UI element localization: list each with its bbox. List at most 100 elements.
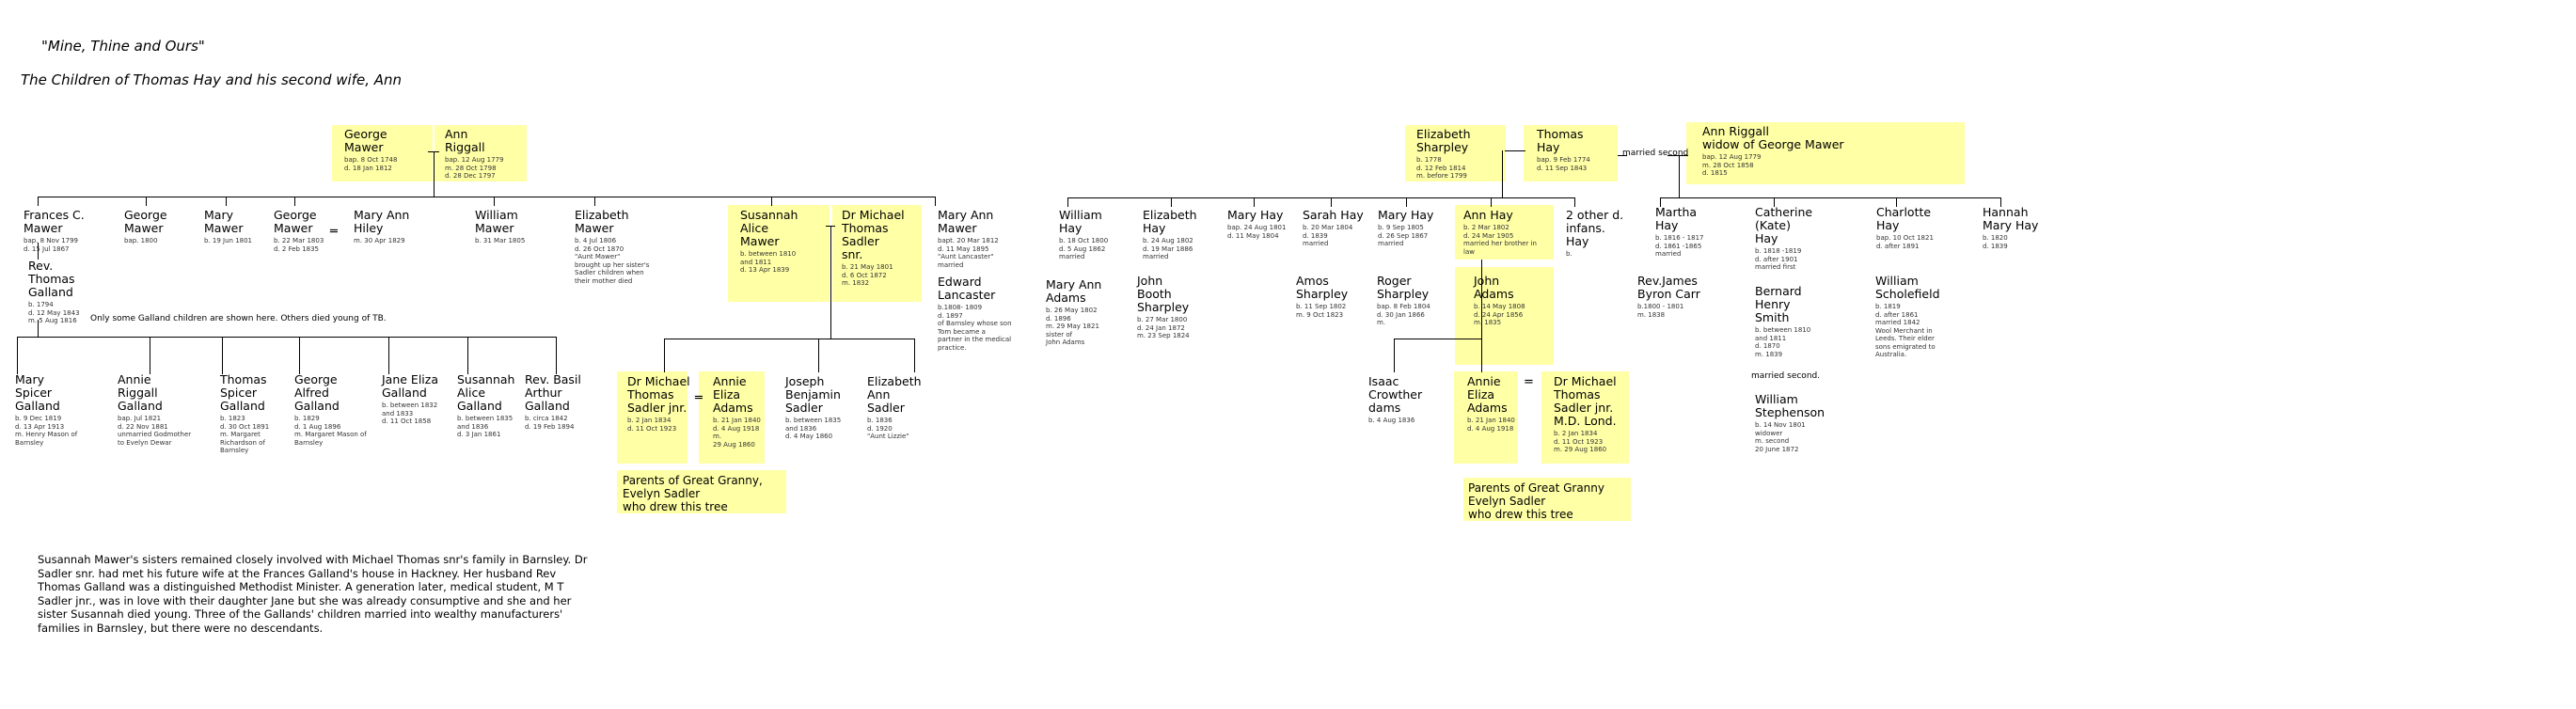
person-info-line: b. 4 Aug 1836	[1368, 417, 1415, 424]
person-name-line: Riggall	[118, 386, 158, 400]
person-name-line: Elizabeth	[867, 374, 922, 388]
person-info-line: d. 24 Mar 1905	[1463, 231, 1514, 240]
marriage-sign: =	[1524, 375, 1534, 389]
person-name-line: Eliza	[713, 387, 741, 402]
person-name-line: widow of George Mawer	[1702, 137, 1844, 151]
person-info-line: m. 23 Sep 1824	[1137, 332, 1190, 339]
person-info-line: d. 11 Oct 1923	[1554, 437, 1604, 446]
marriage-sign: ═	[695, 391, 703, 405]
person-name-line: Booth	[1137, 287, 1172, 301]
person-info-line: widower	[1755, 429, 1783, 437]
person-info-line: bap. 12 Aug 1779	[1702, 153, 1762, 161]
person-name-line: Galland	[118, 399, 163, 413]
person-name-line: Galland	[15, 399, 60, 413]
person-info-line: d. 11 Oct 1923	[627, 424, 677, 433]
person-info-line: bapt. 20 Mar 1812	[938, 237, 999, 244]
person-info-line: d. 6 Oct 1872	[842, 271, 887, 279]
person-name-line: Sharpley	[1137, 300, 1190, 314]
person-info-line: m. 28 Oct 1798	[445, 164, 497, 172]
highlight-ann-riggall-widow	[1686, 122, 1965, 184]
person-name-line: Hay	[1655, 218, 1679, 232]
person-name-line: George	[294, 372, 338, 386]
person-info-line: Barnsley	[220, 447, 249, 454]
person-info-line: Barnsley	[15, 438, 44, 447]
person-info-line: m. second	[1755, 437, 1790, 445]
person-name-line: John	[1474, 274, 1500, 288]
person-info-line: d. 1839	[1983, 242, 2008, 250]
person-name-line: Hay	[1537, 140, 1560, 154]
person-info-line: b.1808- 1809	[938, 304, 983, 311]
person-info-line: m.	[1377, 319, 1386, 326]
highlight-michael-sadler-snr	[832, 205, 922, 302]
person-info-line: and 1836	[457, 422, 489, 431]
person-info-line: d. 11 Sep 1843	[1537, 164, 1588, 172]
person-info-line: m. Margaret	[220, 431, 261, 438]
person-info-line: b. between 1810	[1755, 326, 1811, 334]
person-info-line: d. 11 May 1804	[1227, 231, 1279, 240]
person-info-line: m. Margaret Mason of	[294, 431, 367, 438]
person-name-line: Dr Michael	[1554, 374, 1617, 388]
person-name-line: Roger	[1377, 274, 1412, 288]
person-name-line: Annie	[1467, 374, 1501, 388]
person-info-line: and 1811	[740, 258, 772, 266]
person-name-line: Galland	[220, 399, 265, 413]
person-name-line: Catherine	[1755, 205, 1813, 219]
person-info-line: b. between 1835	[785, 417, 842, 424]
person-info-line: m. 1839	[1755, 350, 1783, 358]
descent-line-sadler	[830, 226, 831, 339]
person-info-line: 29 Aug 1860	[713, 440, 755, 449]
person-info-line: b.	[1566, 250, 1572, 258]
person-info-line: sister of	[1046, 330, 1073, 339]
page-title: The Children of Thomas Hay and his secon…	[21, 71, 403, 88]
person-info-line: b. 1829	[294, 415, 320, 422]
person-info-line: b. 11 Sep 1802	[1296, 303, 1347, 310]
person-info-line: of Barnsley whose son	[938, 320, 1012, 327]
person-name-line: Annie	[118, 372, 151, 386]
person-info-line: bap. 8 Oct 1748	[344, 156, 398, 164]
person-name-line: Hay	[1143, 221, 1166, 235]
person-info-line: d. 4 Aug 1918	[1467, 424, 1514, 433]
person-name-line: infans.	[1566, 221, 1605, 235]
person-info-line: b. 1816 - 1817	[1655, 234, 1704, 242]
person-name-line: Galland	[294, 399, 340, 413]
married-second-note: married second	[1622, 149, 1689, 158]
person-name-line: Stephenson	[1755, 405, 1825, 419]
person-info-line: Richardson of	[220, 438, 265, 447]
person-info-line: to Evelyn Dewar	[118, 438, 172, 447]
person-info-line: d. 24 Jan 1872	[1137, 323, 1185, 332]
person-info-line: partner in the medical	[938, 336, 1012, 343]
person-info-line: their mother died	[575, 276, 633, 285]
person-name-line: Alice	[457, 386, 486, 400]
person-info-line: m. 5 Aug 1816	[28, 317, 77, 324]
person-name-line: Byron Carr	[1637, 287, 1700, 301]
person-info-line: unmarried Godmother	[118, 431, 192, 438]
person-info-line: b. between 1810	[740, 250, 797, 258]
person-info-line: b. 26 May 1802	[1046, 307, 1098, 314]
person-name-line: Elizabeth	[575, 208, 629, 222]
person-name-line: Ann Hay	[1463, 208, 1513, 222]
person-info-line: d. 12 May 1843	[28, 308, 80, 317]
person-info-line: and 1836	[785, 424, 817, 433]
person-info-line: bap. 12 Aug 1779	[445, 156, 504, 164]
person-info-line: d. 5 Aug 1862	[1059, 244, 1106, 253]
person-info-line: bap. 10 Oct 1821	[1876, 234, 1934, 242]
person-info-line: b. 2 Mar 1802	[1463, 224, 1509, 231]
person-info-line: married her brother in	[1463, 240, 1537, 247]
person-info-line: d. 22 Nov 1881	[118, 422, 168, 431]
person-info-line: d. 28 Dec 1797	[445, 172, 496, 180]
highlight-annie-adams2	[1454, 371, 1518, 464]
person-info-line: d. 26 Oct 1870	[575, 244, 624, 253]
highlight-michael-md	[1541, 371, 1629, 464]
person-name-line: Thomas	[627, 387, 674, 402]
sibling-bar-hay1	[1067, 197, 1575, 198]
person-info-line: b. 27 Mar 1800	[1137, 316, 1188, 323]
highlight-annie-adams	[699, 371, 765, 464]
person-info-line: married	[1378, 240, 1404, 247]
person-name-line: Lancaster	[938, 288, 996, 302]
person-info-line: d. 19 Mar 1886	[1143, 244, 1193, 253]
person-name-line: M.D. Lond.	[1554, 414, 1617, 428]
person-info-line: Australia.	[1875, 351, 1907, 358]
person-info-line: d. 19 Feb 1894	[525, 422, 575, 431]
person-name-line: Alfred	[294, 386, 329, 400]
person-name-line: Edward	[938, 275, 982, 289]
